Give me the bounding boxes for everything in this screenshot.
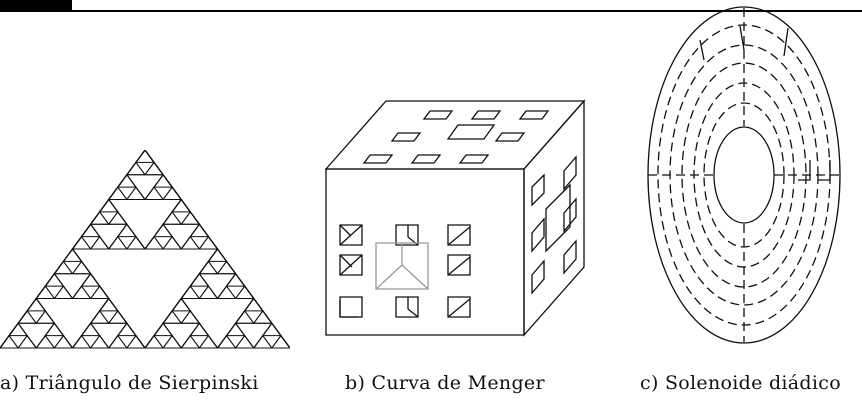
sierpinski-subtriangle <box>9 323 27 335</box>
sierpinski-subtriangle <box>190 224 208 236</box>
sierpinski-triangle-figure <box>0 150 290 350</box>
sierpinski-subtriangle <box>181 336 199 348</box>
sierpinski-subtriangle <box>100 299 118 311</box>
sierpinski-subtriangle <box>63 249 81 261</box>
sierpinski-subtriangle <box>145 162 163 174</box>
menger-top-holes <box>364 111 548 163</box>
sierpinski-subtriangle <box>73 336 91 348</box>
sierpinski-subtriangle <box>109 237 127 249</box>
sierpinski-subtriangle <box>54 336 72 348</box>
sierpinski-subtriangle <box>199 261 217 273</box>
sierpinski-subtriangle <box>27 299 45 311</box>
sierpinski-subtriangle <box>82 274 100 286</box>
sierpinski-subtriangle <box>36 286 54 298</box>
solenoid-figure <box>640 0 862 360</box>
sierpinski-subtriangle <box>109 212 127 224</box>
sierpinski-subtriangle <box>109 311 127 323</box>
sierpinski-subtriangle <box>181 212 199 224</box>
sierpinski-subtriangle <box>18 311 36 323</box>
sierpinski-subtriangle <box>54 286 72 298</box>
sierpinski-subtriangle <box>91 237 109 249</box>
solenoid-inner-hole <box>714 127 774 223</box>
sierpinski-subtriangle <box>272 336 290 348</box>
sierpinski-subtriangle <box>82 323 100 335</box>
sierpinski-subtriangle <box>118 175 136 187</box>
sierpinski-triangle <box>0 150 290 348</box>
sierpinski-subtriangle <box>36 311 54 323</box>
sierpinski-subtriangle <box>82 224 100 236</box>
sierpinski-subtriangle <box>91 336 109 348</box>
caption-a: a) Triângulo de Sierpinski <box>0 372 259 394</box>
sierpinski-subtriangle <box>45 274 63 286</box>
sierpinski-subtriangle <box>254 336 272 348</box>
sierpinski-subtriangle <box>163 187 181 199</box>
sierpinski-subtriangle <box>227 274 245 286</box>
sierpinski-subtriangle <box>254 311 272 323</box>
sierpinski-subtriangle <box>145 187 163 199</box>
sierpinski-subtriangle <box>172 299 190 311</box>
sierpinski-subtriangle <box>127 187 145 199</box>
menger-front-holes <box>340 225 470 317</box>
sierpinski-subtriangle <box>127 237 145 249</box>
sierpinski-subtriangle <box>163 336 181 348</box>
sierpinski-subtriangle <box>100 200 118 212</box>
menger-front-face <box>326 169 524 335</box>
sierpinski-subtriangle <box>109 187 127 199</box>
menger-sponge-figure <box>318 95 603 355</box>
sierpinski-subtriangle <box>136 150 154 162</box>
sierpinski-subtriangle <box>181 311 199 323</box>
sierpinski-subtriangle <box>199 336 217 348</box>
sierpinski-subtriangle <box>73 237 91 249</box>
caption-c: c) Solenoide diádico <box>640 372 841 394</box>
sierpinski-subtriangle <box>172 200 190 212</box>
sierpinski-subtriangle <box>163 212 181 224</box>
sierpinski-subtriangle <box>218 286 236 298</box>
sierpinski-subtriangle <box>218 336 236 348</box>
sierpinski-subtriangle <box>190 323 208 335</box>
sierpinski-subtriangle <box>73 286 91 298</box>
sierpinski-subtriangle <box>227 323 245 335</box>
solenoid-strands <box>700 26 830 180</box>
sierpinski-subtriangle <box>236 311 254 323</box>
sierpinski-subtriangle <box>91 212 109 224</box>
sierpinski-subtriangle <box>181 286 199 298</box>
caption-b: b) Curva de Menger <box>345 372 545 394</box>
sierpinski-subtriangle <box>163 311 181 323</box>
sierpinski-subtriangle <box>190 274 208 286</box>
sierpinski-subtriangle <box>145 336 163 348</box>
sierpinski-subtriangle <box>73 261 91 273</box>
sierpinski-subtriangle <box>154 175 172 187</box>
sierpinski-subtriangle <box>208 249 226 261</box>
sierpinski-subtriangle <box>109 336 127 348</box>
sierpinski-subtriangle <box>236 286 254 298</box>
sierpinski-subtriangle <box>18 336 36 348</box>
sierpinski-subtriangle <box>91 286 109 298</box>
solenoid-windings <box>648 8 840 342</box>
sierpinski-subtriangle <box>45 323 63 335</box>
sierpinski-subtriangle <box>118 224 136 236</box>
sierpinski-subtriangle <box>91 311 109 323</box>
sierpinski-subtriangle <box>118 323 136 335</box>
sierpinski-subtriangle <box>54 261 72 273</box>
sierpinski-subtriangle <box>145 237 163 249</box>
sierpinski-subtriangle <box>236 336 254 348</box>
sierpinski-subtriangle <box>263 323 281 335</box>
sierpinski-subtriangle <box>127 162 145 174</box>
sierpinski-subtriangle <box>245 299 263 311</box>
sierpinski-subtriangle <box>127 336 145 348</box>
sierpinski-subtriangle <box>218 261 236 273</box>
sierpinski-subtriangle <box>199 237 217 249</box>
sierpinski-subtriangle <box>154 323 172 335</box>
sierpinski-subtriangle <box>199 286 217 298</box>
sierpinski-subtriangle <box>36 336 54 348</box>
sierpinski-subtriangle <box>163 237 181 249</box>
sierpinski-subtriangle <box>181 237 199 249</box>
sierpinski-subtriangle <box>154 224 172 236</box>
menger-right-holes <box>532 157 576 293</box>
sierpinski-subtriangle <box>0 336 18 348</box>
